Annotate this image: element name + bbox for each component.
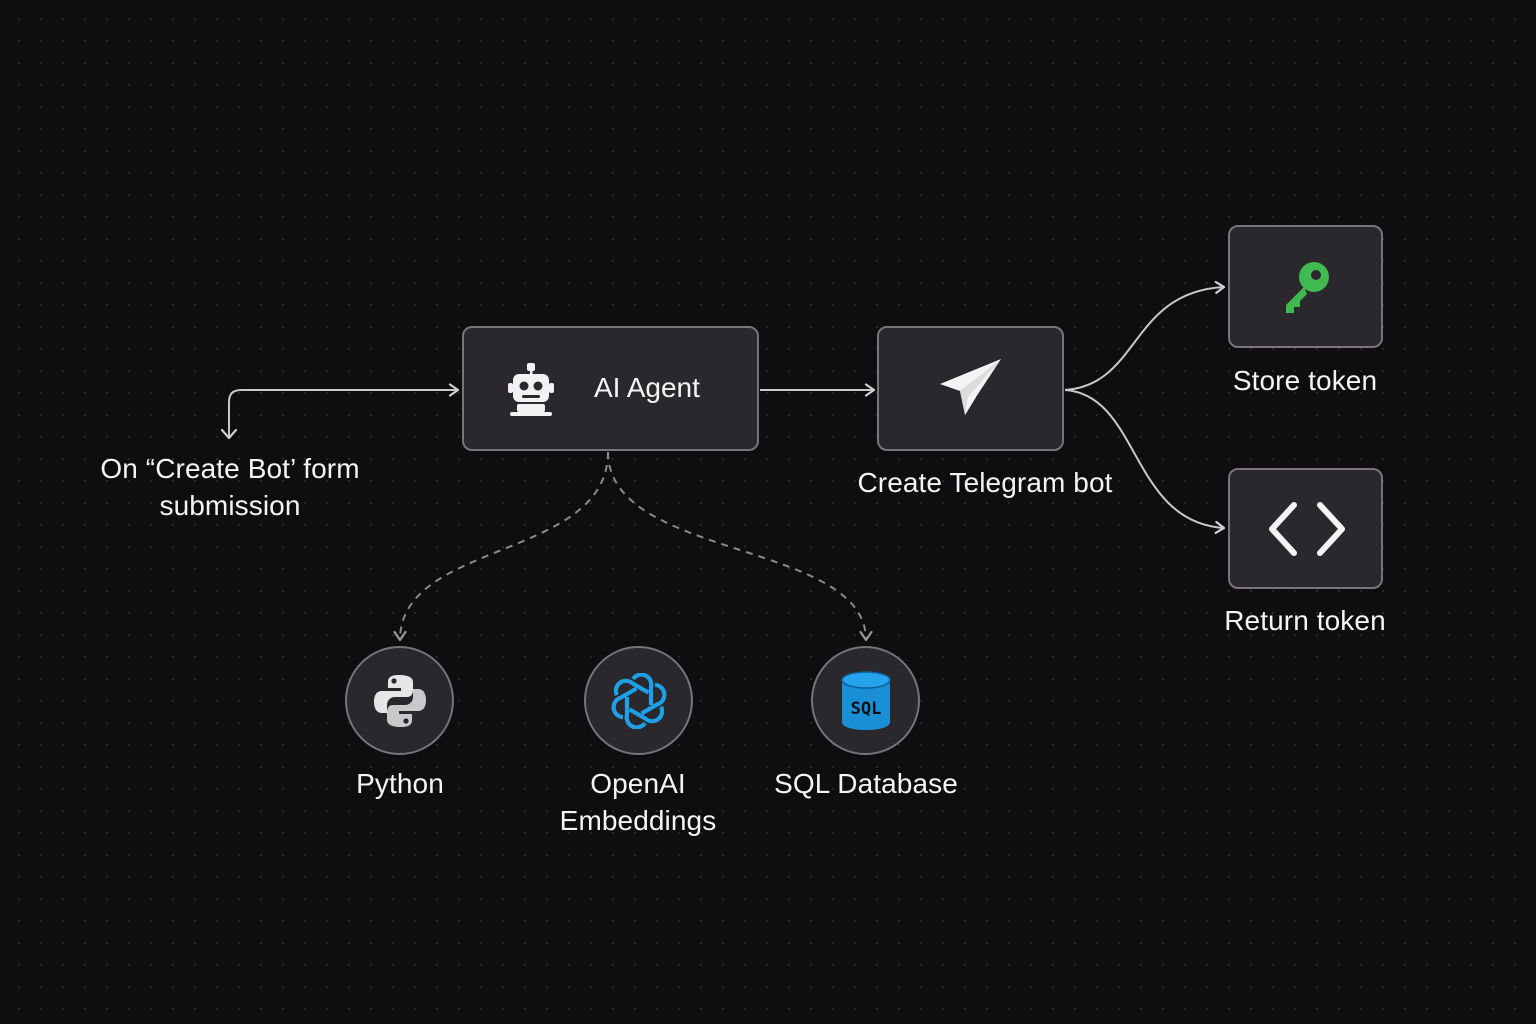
edge-telegram-to-store <box>1064 280 1226 391</box>
edge-trigger-to-agent <box>228 383 460 438</box>
store-token-node[interactable] <box>1228 225 1383 348</box>
telegram-label: Create Telegram bot <box>857 467 1113 498</box>
code-brackets-icon <box>1269 502 1345 556</box>
sql-tool-node[interactable]: SQL <box>811 646 920 755</box>
openai-label-line1: OpenAI <box>590 768 686 799</box>
python-icon <box>374 675 426 727</box>
trigger-label-line1: On “Create Bot’ form <box>100 453 360 484</box>
openai-icon <box>611 673 667 729</box>
trigger-label: On “Create Bot’ form submission <box>80 450 380 524</box>
telegram-send-icon <box>940 359 1001 415</box>
openai-label: OpenAI Embeddings <box>538 765 738 839</box>
openai-tool-node[interactable] <box>584 646 693 755</box>
openai-label-line2: Embeddings <box>559 805 717 836</box>
edge-agent-to-sql <box>607 451 873 642</box>
telegram-node[interactable] <box>877 326 1064 451</box>
python-label: Python <box>356 768 444 799</box>
key-icon <box>1286 262 1329 313</box>
edge-trigger-arrowhead <box>220 428 238 440</box>
sql-icon-text: SQL <box>851 699 882 719</box>
ai-agent-label: AI Agent <box>594 372 700 403</box>
sql-label: SQL Database <box>774 768 958 799</box>
robot-icon <box>508 363 554 416</box>
edge-agent-to-python <box>393 451 609 642</box>
trigger-label-line2: submission <box>159 490 301 521</box>
ai-agent-node[interactable]: AI Agent <box>462 326 759 451</box>
return-token-node[interactable] <box>1228 468 1383 589</box>
python-tool-node[interactable] <box>345 646 454 755</box>
sql-database-icon: SQL <box>841 671 891 730</box>
store-token-label: Store token <box>1232 365 1378 396</box>
edge-telegram-to-return <box>1064 389 1226 535</box>
return-token-label: Return token <box>1224 605 1386 636</box>
